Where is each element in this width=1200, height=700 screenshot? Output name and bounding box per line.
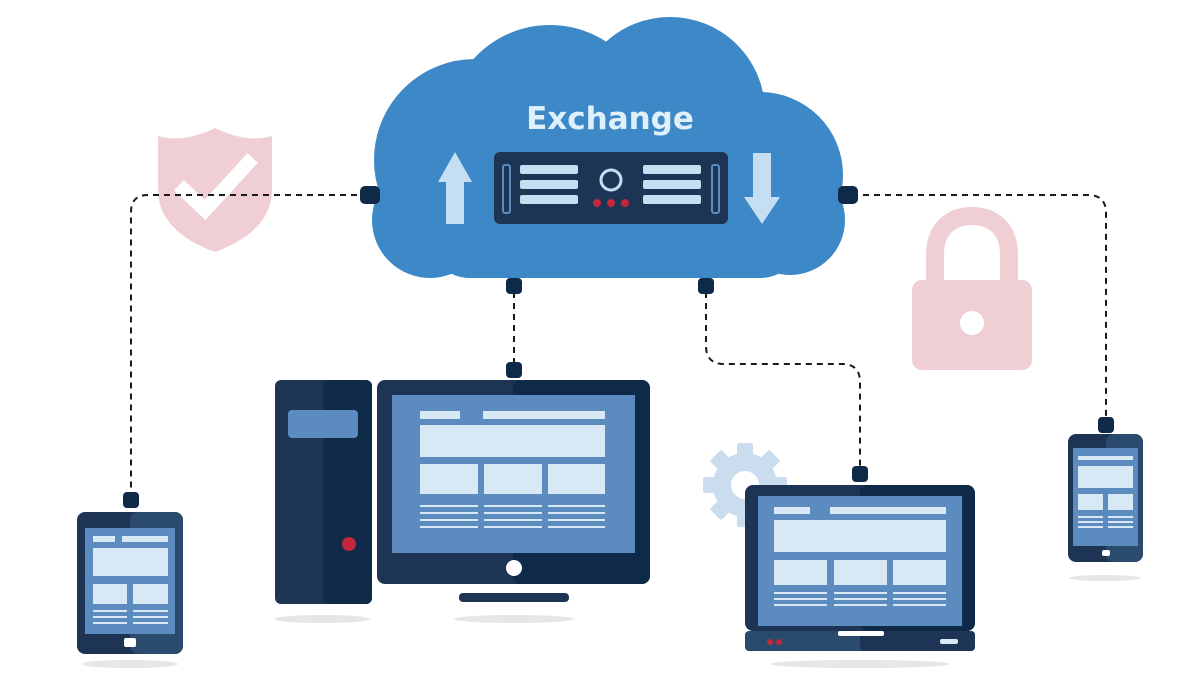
desktop-computer <box>274 380 650 623</box>
exchange-cloud: Exchange <box>372 17 845 278</box>
plug-cloud-bottom-left <box>506 278 522 294</box>
shield-check-icon <box>158 128 272 252</box>
plug-laptop <box>852 466 868 482</box>
laptop-device <box>745 485 975 668</box>
padlock-icon <box>912 206 1032 370</box>
cloud-title: Exchange <box>526 101 694 137</box>
plug-desktop <box>506 362 522 378</box>
smartphone-device <box>1068 434 1143 581</box>
plug-cloud-bottom-right <box>698 278 714 294</box>
plug-cloud-right <box>838 186 858 204</box>
connection-lines <box>130 194 1107 493</box>
line-cloud-to-tablet <box>130 194 368 493</box>
server-panel-icon <box>494 152 728 224</box>
plug-phone <box>1098 417 1114 433</box>
tablet-device <box>77 512 183 668</box>
line-cloud-to-phone <box>852 194 1107 418</box>
download-arrow-icon <box>744 153 780 224</box>
plug-tablet <box>123 492 139 508</box>
upload-arrow-icon <box>438 152 472 224</box>
plug-cloud-left <box>360 186 380 204</box>
connector-plugs <box>123 186 1114 508</box>
line-cloud-to-laptop <box>705 292 861 470</box>
